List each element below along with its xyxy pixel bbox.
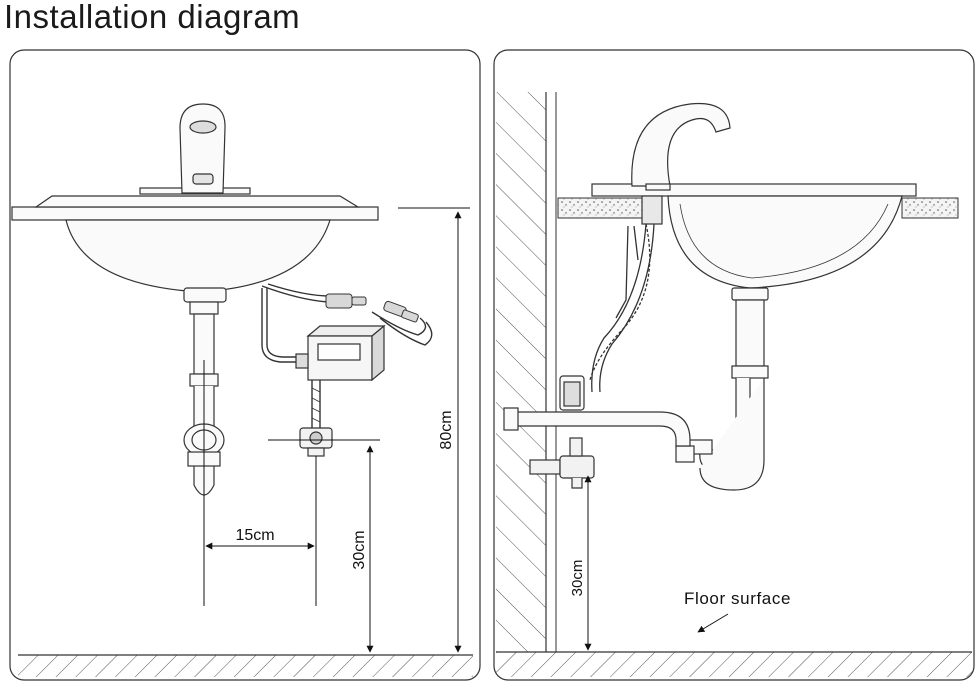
- control-box: [295, 324, 386, 382]
- side-faucet: [631, 102, 731, 225]
- side-basin: [591, 183, 917, 301]
- floor-surface-label: Floor surface: [684, 589, 791, 608]
- dim-label-15cm: 15cm: [235, 527, 274, 544]
- side-floor: [496, 651, 972, 677]
- side-view-panel: 30cm Floor surface: [493, 49, 975, 681]
- front-view-panel: 80cm 15cm 30cm: [9, 49, 481, 681]
- side-countertop: [557, 197, 959, 219]
- side-angle-valve: [529, 437, 595, 489]
- dim-label-30cm-front: 30cm: [351, 530, 368, 569]
- front-faucet: [139, 103, 251, 195]
- dim-label-80cm: 80cm: [438, 410, 455, 449]
- floor-surface-arrow: [697, 613, 729, 633]
- front-basin: [11, 195, 379, 303]
- front-angle-valve: [299, 427, 333, 457]
- side-braided-hoses: [589, 223, 655, 393]
- dim-label-30cm-side: 30cm: [569, 560, 586, 597]
- front-floor: [18, 654, 473, 677]
- page-title: Installation diagram: [4, 0, 301, 35]
- side-wall: [496, 92, 557, 652]
- front-connectors: [325, 293, 419, 323]
- front-dimension-lines: [203, 207, 470, 653]
- front-supply-hose: [311, 380, 321, 428]
- side-p-trap: [675, 299, 769, 491]
- side-drain-pipe: [503, 375, 691, 447]
